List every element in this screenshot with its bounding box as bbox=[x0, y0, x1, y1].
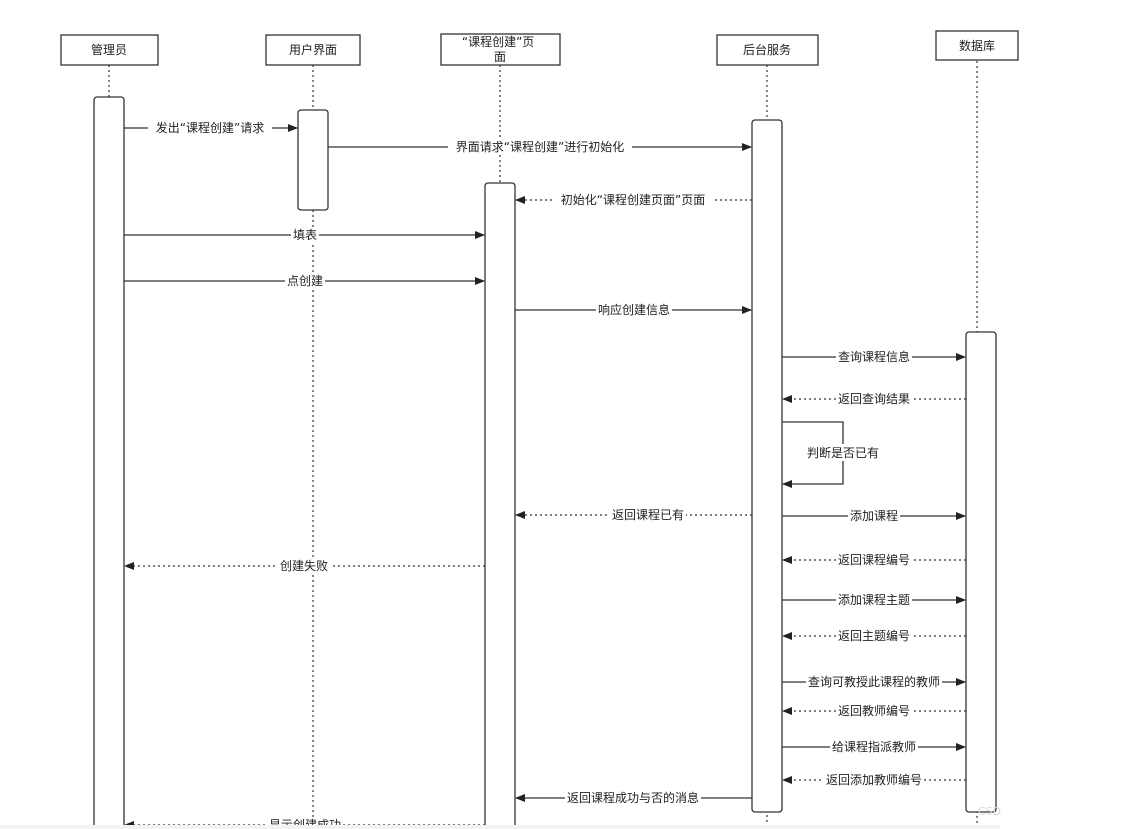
message-label: 创建失败 bbox=[280, 558, 328, 573]
message-label: 添加课程主题 bbox=[838, 592, 910, 607]
actor-admin: 管理员 bbox=[60, 34, 159, 66]
message-label: 返回主题编号 bbox=[838, 628, 910, 643]
message-label: 返回课程成功与否的消息 bbox=[567, 790, 699, 805]
message-label: 界面请求“课程创建”进行初始化 bbox=[456, 139, 624, 154]
message-label: 返回教师编号 bbox=[838, 703, 910, 718]
message-4: 填表 bbox=[124, 227, 485, 243]
message-6: 响应创建信息 bbox=[515, 302, 752, 318]
actor-label: “课程创建”页 面 bbox=[462, 34, 538, 64]
message-13: 创建失败 bbox=[124, 558, 485, 574]
actor-page: “课程创建”页 面 bbox=[440, 33, 561, 66]
message-label: 点创建 bbox=[287, 274, 323, 288]
message-18: 给课程指派教师 bbox=[782, 739, 966, 755]
message-17: 返回教师编号 bbox=[782, 703, 966, 719]
message-19: 返回添加教师编号 bbox=[782, 772, 966, 788]
message-11: 添加课程 bbox=[782, 508, 966, 524]
bottom-strip bbox=[0, 825, 1000, 829]
message-label: 填表 bbox=[293, 228, 317, 242]
message-label: 返回课程编号 bbox=[838, 552, 910, 567]
message-label: 显示创建成功 bbox=[269, 818, 341, 829]
message-label: 查询可教授此课程的教师 bbox=[808, 674, 940, 689]
message-8: 返回查询结果 bbox=[782, 391, 966, 407]
message-label: 查询课程信息 bbox=[838, 349, 910, 364]
message-16: 查询可教授此课程的教师 bbox=[782, 674, 966, 690]
message-label: 发出“课程创建”请求 bbox=[156, 120, 264, 135]
activation-server bbox=[751, 119, 783, 813]
message-label: 添加课程 bbox=[850, 508, 898, 523]
message-20: 返回课程成功与否的消息 bbox=[515, 790, 752, 806]
message-9: 判断是否已有 bbox=[782, 421, 884, 488]
message-label: 判断是否已有 bbox=[807, 445, 879, 460]
actor-label: 后台服务 bbox=[743, 42, 791, 57]
actor-label: 数据库 bbox=[959, 38, 995, 53]
message-10: 返回课程已有 bbox=[515, 507, 752, 523]
actor-db: 数据库 bbox=[935, 30, 1019, 61]
activation-page bbox=[484, 182, 516, 829]
message-14: 添加课程主题 bbox=[782, 592, 966, 608]
message-5: 点创建 bbox=[124, 273, 485, 289]
message-label: 返回课程已有 bbox=[612, 507, 684, 522]
message-label: 返回添加教师编号 bbox=[826, 772, 922, 787]
activation-admin bbox=[93, 96, 125, 829]
message-15: 返回主题编号 bbox=[782, 628, 966, 644]
watermark-text: CSD bbox=[978, 805, 1001, 818]
message-2: 界面请求“课程创建”进行初始化 bbox=[328, 139, 752, 155]
activation-db bbox=[965, 331, 997, 813]
message-12: 返回课程编号 bbox=[782, 552, 966, 568]
actor-ui: 用户界面 bbox=[265, 34, 361, 66]
actor-server: 后台服务 bbox=[716, 34, 819, 66]
message-7: 查询课程信息 bbox=[782, 349, 966, 365]
message-1: 发出“课程创建”请求 bbox=[124, 120, 298, 136]
message-label: 返回查询结果 bbox=[838, 392, 910, 406]
activation-ui bbox=[297, 109, 329, 211]
actor-label: 管理员 bbox=[91, 42, 127, 57]
message-3: 初始化“课程创建页面”页面 bbox=[515, 192, 752, 208]
message-label: 响应创建信息 bbox=[598, 302, 670, 317]
message-label: 初始化“课程创建页面”页面 bbox=[561, 192, 705, 207]
actor-label: 用户界面 bbox=[289, 42, 337, 57]
message-label: 给课程指派教师 bbox=[832, 739, 916, 754]
